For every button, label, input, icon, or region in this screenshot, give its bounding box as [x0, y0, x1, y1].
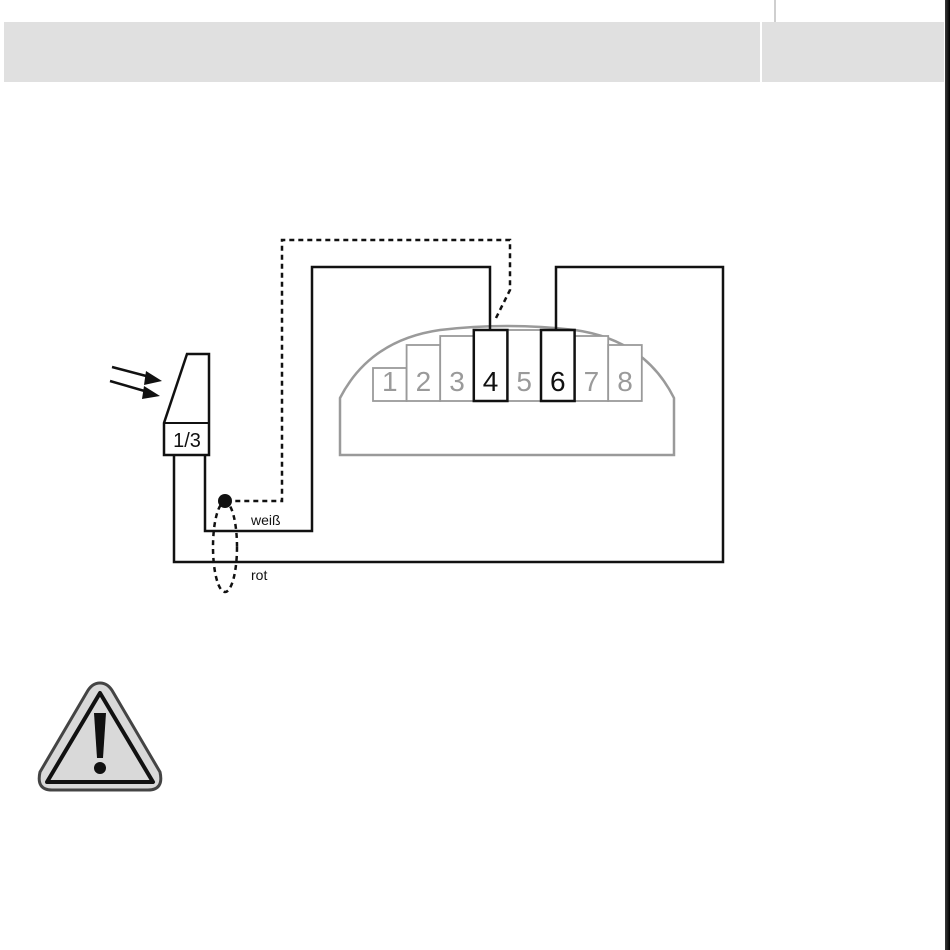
terminal-5-label: 5 [516, 366, 532, 397]
terminal-3-label: 3 [449, 366, 465, 397]
terminal-4-label: 4 [483, 366, 499, 397]
light-arrows-icon [110, 367, 162, 399]
red-wire-label: rot [251, 567, 267, 583]
terminal-2-label: 2 [416, 366, 432, 397]
white-wire-label: weiß [250, 512, 281, 528]
cable-bundle-ellipse [213, 502, 237, 592]
terminal-8-label: 8 [617, 366, 633, 397]
terminal-1-label: 1 [382, 366, 398, 397]
warning-triangle-icon [39, 683, 161, 790]
sensor-label: 1/3 [173, 430, 201, 452]
terminal-6-label: 6 [550, 366, 566, 397]
terminal-7-label: 7 [584, 366, 600, 397]
